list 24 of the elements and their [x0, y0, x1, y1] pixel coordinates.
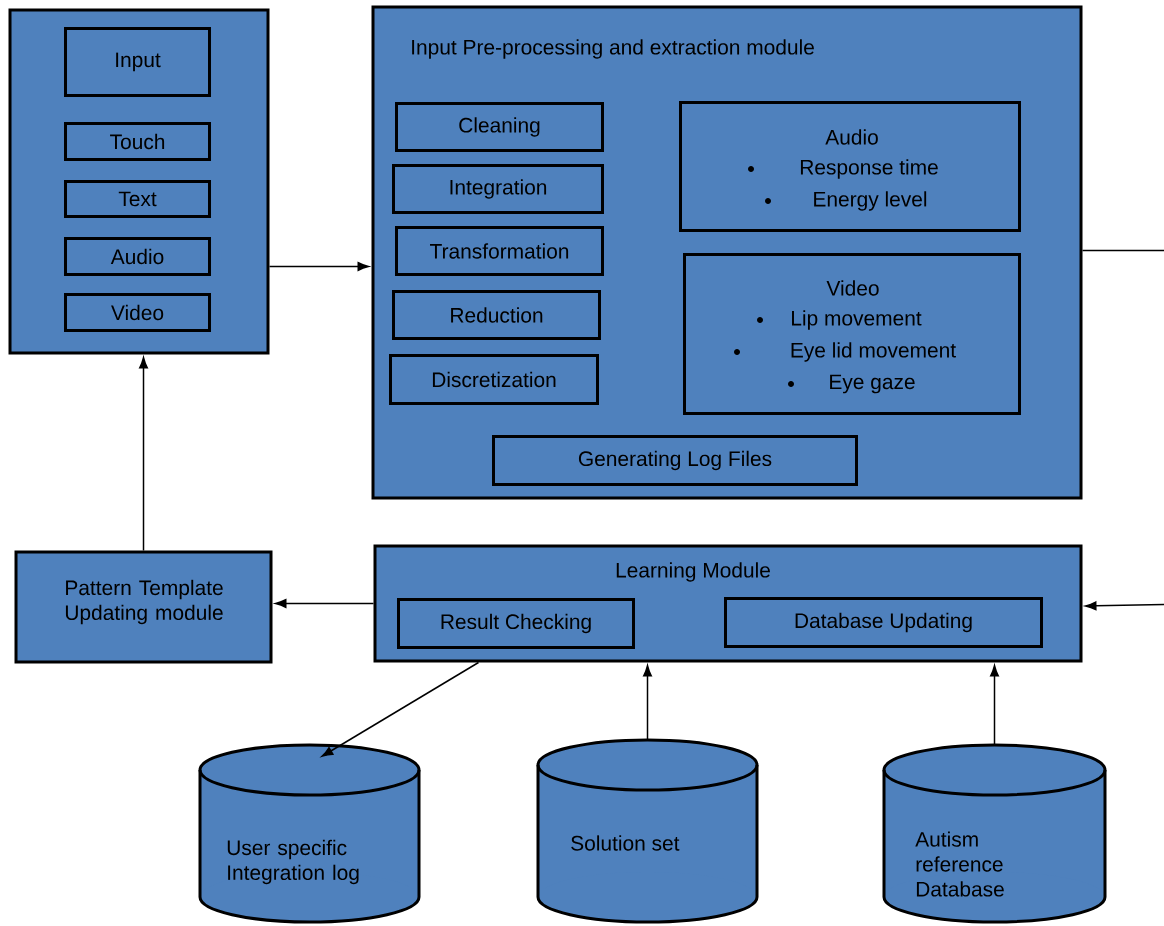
cylinder: User specific Integration log — [198, 743, 421, 924]
process-box: Database Updating — [724, 597, 1043, 648]
cylinder: Solution set — [536, 738, 759, 924]
arrow — [990, 665, 999, 746]
process-box: Generating Log Files — [492, 435, 858, 486]
process-box: Audio — [64, 237, 211, 276]
process-box: Cleaning — [395, 102, 604, 152]
process-box: Touch — [64, 122, 211, 161]
cylinder: Autism reference Database — [882, 743, 1107, 924]
process-box: Video — [64, 293, 211, 332]
process-box: Reduction — [392, 290, 601, 340]
arrow — [275, 599, 375, 608]
process-box: Text — [64, 180, 211, 218]
arrow — [321, 661, 480, 757]
process-box: Discretization — [389, 354, 599, 405]
feature-box: Audio Response time Energy level — [679, 101, 1021, 232]
process-box: Integration — [392, 164, 604, 214]
arrow — [643, 665, 652, 741]
arrow — [1085, 601, 1164, 611]
process-box: Transformation — [395, 226, 604, 276]
process-box: Result Checking — [397, 598, 635, 649]
feature-box: Video Lip movement Eye lid movement Eye gaze — [683, 253, 1021, 415]
process-box: Pattern Template Updating module — [14, 550, 273, 664]
process-box: Input — [64, 27, 211, 97]
